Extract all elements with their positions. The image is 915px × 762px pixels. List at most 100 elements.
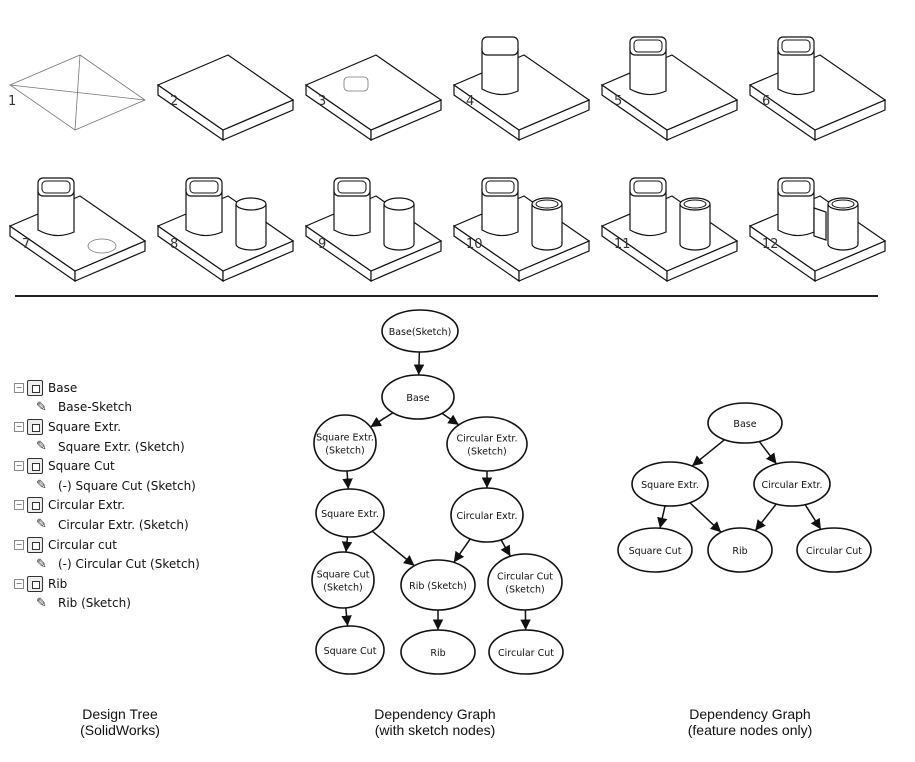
tree-item-label: Square Extr. [48,419,122,434]
collapse-icon[interactable]: − [14,500,24,511]
collapse-icon[interactable]: − [14,539,24,550]
caption-line: (with sketch nodes) [374,722,496,738]
node-label: Square Cut [629,546,682,557]
node-b: Base [707,402,783,444]
tree-item-sketch[interactable]: ✎Circular Extr. (Sketch) [14,515,200,535]
node-bs: Base(Sketch) [381,309,459,353]
step-3-model: 3 [304,54,443,142]
tree-item-feature[interactable]: −Circular cut [14,535,200,555]
step-2-model: 2 [156,54,295,142]
caption-line: Dependency Graph [689,706,811,722]
sketch-icon: ✎ [36,556,47,572]
step-number: 6 [762,94,770,109]
node-label: Circular Extr. [761,480,822,491]
tree-item-label: Square Extr. (Sketch) [58,439,185,454]
tree-item-sketch[interactable]: ✎ (-) Square Cut (Sketch) [14,476,200,496]
node-ses: Square Extr.(Sketch) [313,414,377,472]
feature-icon [27,536,43,553]
edge-ce-ccs [500,539,512,557]
node-label: Circular Cut [806,546,862,557]
collapse-icon[interactable]: − [14,461,24,472]
edge-bs-b [413,351,425,376]
tree-item-feature[interactable]: −Base [14,378,200,398]
node-label: (Sketch) [323,583,362,594]
node-label: Circular Cut [497,572,553,583]
node-cc: Circular Cut [796,527,872,573]
node-label: Square Extr. [321,509,379,520]
node-r: Rib [400,629,476,675]
node-label: Rib (Sketch) [409,581,467,592]
step-number: 12 [762,237,779,252]
node-cc: Circular Cut [488,629,564,675]
sketch-icon: ✎ [36,517,47,533]
edge-se-rs [371,530,415,567]
caption-line: Dependency Graph [374,706,496,722]
node-label: (Sketch) [325,446,364,457]
tree-item-sketch[interactable]: ✎ (-) Circular Cut (Sketch) [14,554,200,574]
step-number: 2 [170,94,178,109]
step-5-model: 5 [600,36,739,142]
node-r: Rib [707,527,773,573]
node-label: Square Cut [317,570,370,581]
tree-item-label: (-) Circular Cut (Sketch) [58,557,200,572]
caption-line: (SolidWorks) [80,722,160,738]
node-se: Square Extr. [631,461,709,507]
step-6-model: 6 [748,36,887,142]
step-number: 11 [614,237,631,252]
feature-icon [27,458,43,475]
feature-icon [27,379,43,396]
sketch-icon: ✎ [36,399,47,415]
feature-icon [27,497,43,514]
tree-item-label: Square Cut [48,459,115,474]
collapse-icon[interactable]: − [14,421,24,432]
edge-se-sc [657,505,668,529]
node-ce: Circular Extr. [753,461,831,507]
node-label: Circular Extr. [456,434,517,445]
edge-ce-cc [804,504,822,530]
caption-design-tree: Design Tree (SolidWorks) [50,706,190,738]
step-number: 9 [318,237,326,252]
edge-ses-se [342,470,353,490]
tree-item-label: Circular Extr. [48,498,126,513]
step-number: 5 [614,94,622,109]
tree-item-sketch[interactable]: ✎ Square Extr. (Sketch) [14,437,200,457]
tree-item-sketch[interactable]: ✎Rib (Sketch) [14,594,200,614]
edge-ce-r [754,503,777,532]
step-4-model: 4 [452,36,591,142]
caption-graph-features: Dependency Graph (feature nodes only) [655,706,845,738]
node-scs: Square Cut (Sketch) [311,551,375,609]
tree-item-sketch[interactable]: ✎ Base-Sketch [14,398,200,418]
node-label: Rib [732,546,747,557]
step-number: 7 [22,237,30,252]
node-rs: Rib (Sketch) [400,559,476,611]
collapse-icon[interactable]: − [14,578,24,589]
tree-item-label: Base-Sketch [58,400,132,415]
design-tree: −Base✎Base-Sketch−Square Extr.✎Square Ex… [14,378,200,613]
collapse-icon[interactable]: − [14,382,24,393]
tree-item-feature[interactable]: − Circular Extr. [14,496,200,516]
caption-line: (feature nodes only) [687,722,813,738]
sketch-icon: ✎ [36,478,47,494]
sketch-icon: ✎ [36,439,47,455]
node-label: Base [406,393,429,404]
node-label: Circular Cut [498,648,554,659]
node-label: Circular Extr. [456,511,517,522]
tree-item-label: Rib [48,576,68,591]
node-label: Rib [430,648,445,659]
tree-item-feature[interactable]: − Square Cut [14,456,200,476]
step-8-model: 8 [156,177,295,283]
caption-line: Design Tree [82,706,158,722]
node-ce: Circular Extr. [450,487,524,543]
node-label: (Sketch) [467,447,506,458]
step-11-model: 11 [600,177,739,283]
node-sc: Square Cut [617,527,693,573]
tree-item-label: (-) Square Cut (Sketch) [58,478,196,493]
tree-item-feature[interactable]: − Rib [14,574,200,594]
edge-b-ces [441,412,460,426]
tree-item-feature[interactable]: − Square Extr. [14,417,200,437]
edge-b-se [691,439,725,467]
node-ccs: Circular Cut(Sketch) [487,553,563,611]
